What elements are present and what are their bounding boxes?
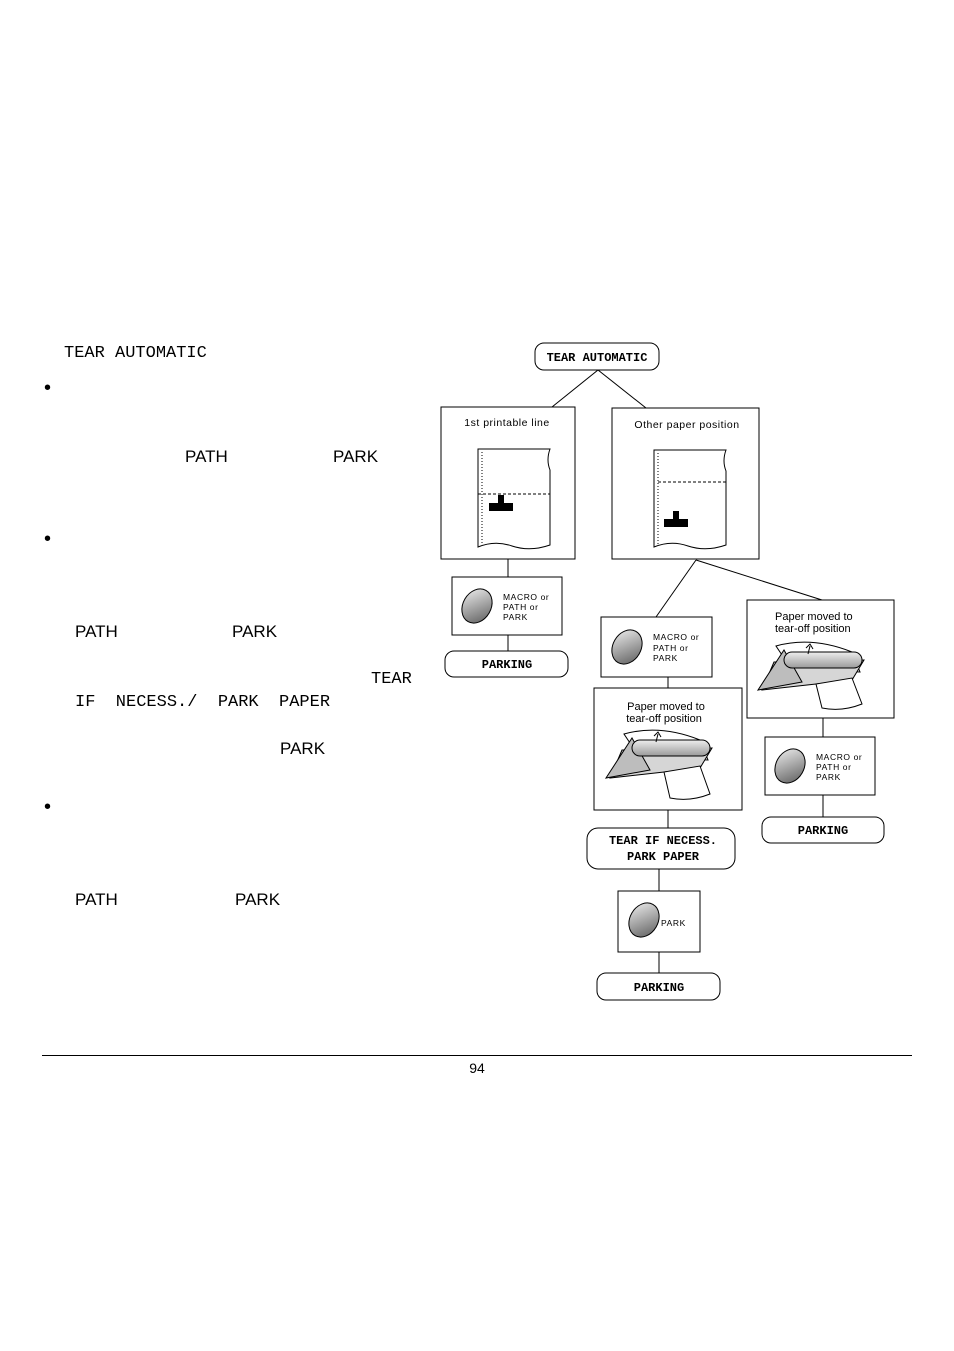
bullet-2-tear-word: TEAR	[371, 670, 412, 689]
parking-pill-left-label: PARKING	[482, 658, 532, 672]
key-button-icon-2	[611, 629, 643, 665]
paper-moved-right-line2: tear-off position	[775, 623, 851, 635]
key-button-icon-3	[774, 748, 806, 784]
footer-rule	[42, 1055, 912, 1056]
paper-moved-right-line1: Paper moved to	[775, 611, 853, 623]
first-printable-line-title: 1st printable line	[464, 417, 549, 429]
bullet-2-park-key: PARK	[232, 622, 278, 641]
tear-if-necess-pill	[586, 827, 736, 870]
bullet-3: •	[44, 796, 52, 818]
macro-key-box-right	[764, 736, 876, 796]
bullet-2-menu-value: IF NECESS./ PARK PAPER	[75, 693, 331, 712]
printer-tear-off-icon-2	[756, 641, 865, 710]
parking-pill-right-label: PARKING	[798, 824, 848, 838]
tear-automatic-pill-label: TEAR AUTOMATIC	[547, 351, 648, 365]
macro-left-line2: PATH or	[503, 602, 539, 612]
tear-if-necess-line1: TEAR IF NECESS.	[609, 834, 717, 848]
key-button-icon	[461, 588, 493, 624]
macro-left-line3: PARK	[503, 612, 528, 622]
paper-sheet-icon-2	[653, 449, 727, 550]
macro-right-line3: PARK	[816, 772, 841, 782]
parking-pill-left	[444, 650, 569, 678]
parking-pill-bottom-label: PARKING	[634, 981, 684, 995]
macro-right-line1: MACRO or	[816, 752, 862, 762]
parking-pill-right	[761, 816, 885, 844]
key-button-icon-4	[628, 902, 660, 938]
park-key-label: PARK	[661, 918, 686, 928]
macro-right-line2: PATH or	[816, 762, 852, 772]
bullet-1-path-key: PATH	[185, 447, 228, 466]
macro-middle-line1: MACRO or	[653, 632, 699, 642]
bullet-2-park-key-2: PARK	[280, 739, 326, 758]
paper-sheet-icon	[477, 448, 551, 550]
bullet-2: •	[44, 528, 52, 550]
macro-left-line1: MACRO or	[503, 592, 549, 602]
bullet-1-park-key: PARK	[333, 447, 379, 466]
tear-if-necess-line2: PARK PAPER	[627, 850, 700, 864]
paper-moved-middle-line2: tear-off position	[626, 713, 702, 725]
bullet-2-path-key: PATH	[75, 622, 118, 641]
paper-moved-middle-line1: Paper moved to	[627, 701, 705, 713]
bullet-3-park-key: PARK	[235, 890, 281, 909]
parking-pill-bottom	[596, 972, 721, 1001]
macro-middle-line3: PARK	[653, 653, 678, 663]
bullet-3-path-key: PATH	[75, 890, 118, 909]
page-number: 94	[469, 1060, 485, 1076]
macro-middle-line2: PATH or	[653, 643, 689, 653]
section-heading: TEAR AUTOMATIC	[64, 344, 207, 363]
bullet-1: •	[44, 377, 52, 399]
other-paper-position-title: Other paper position	[634, 419, 739, 431]
tear-automatic-pill	[534, 342, 660, 371]
printer-tear-off-icon	[604, 729, 713, 800]
